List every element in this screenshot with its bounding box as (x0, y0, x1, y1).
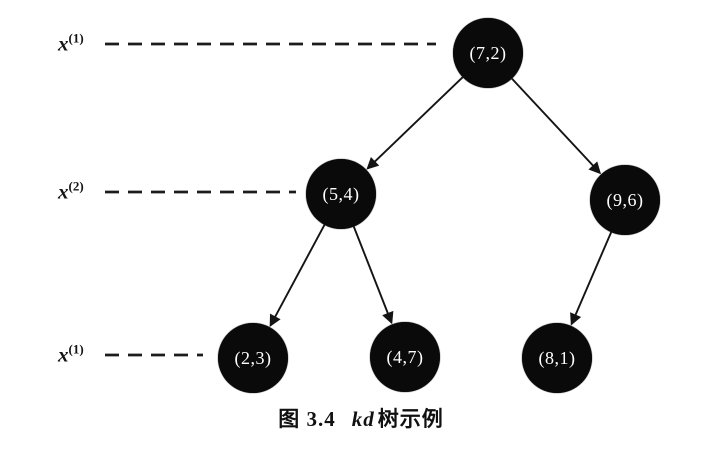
figure-caption-kd: kd (351, 407, 375, 431)
tree-node-label: (4,7) (386, 346, 424, 367)
axis-label-base: x (58, 31, 69, 56)
tree-edge-group (269, 76, 613, 327)
figure-caption-text: 树示例 (377, 407, 444, 431)
figure-caption-number: 图 3.4 (278, 407, 336, 431)
tree-node-label: (9,6) (606, 189, 644, 210)
tree-node-7-2: (7,2) (453, 18, 523, 88)
axis-label-base: x (58, 179, 69, 204)
tree-node-label: (5,4) (322, 183, 360, 204)
tree-node-label: (2,3) (234, 347, 272, 368)
tree-edge-r-rl (570, 231, 613, 326)
axis-label-sup: (1) (68, 30, 84, 46)
tree-edge-root-r (511, 77, 602, 175)
axis-label-sup: (2) (68, 178, 84, 194)
tree-node-2-3: (2,3) (218, 323, 288, 393)
axis-label-level2: x(2) (58, 180, 84, 205)
tree-node-8-1: (8,1) (522, 323, 592, 393)
axis-label-base: x (58, 342, 69, 367)
axis-label-level1: x(1) (58, 32, 84, 57)
tree-edge-l-ll (269, 224, 326, 327)
tree-edge-l-lr (352, 226, 394, 325)
tree-node-9-6: (9,6) (590, 165, 660, 235)
tree-edge-root-l (366, 76, 464, 170)
axis-label-level3: x(1) (58, 343, 84, 368)
axis-label-sup: (1) (68, 341, 84, 357)
tree-node-label: (7,2) (469, 42, 507, 63)
tree-node-label: (8,1) (538, 347, 576, 368)
tree-node-4-7: (4,7) (370, 322, 440, 392)
tree-node-5-4: (5,4) (306, 159, 376, 229)
